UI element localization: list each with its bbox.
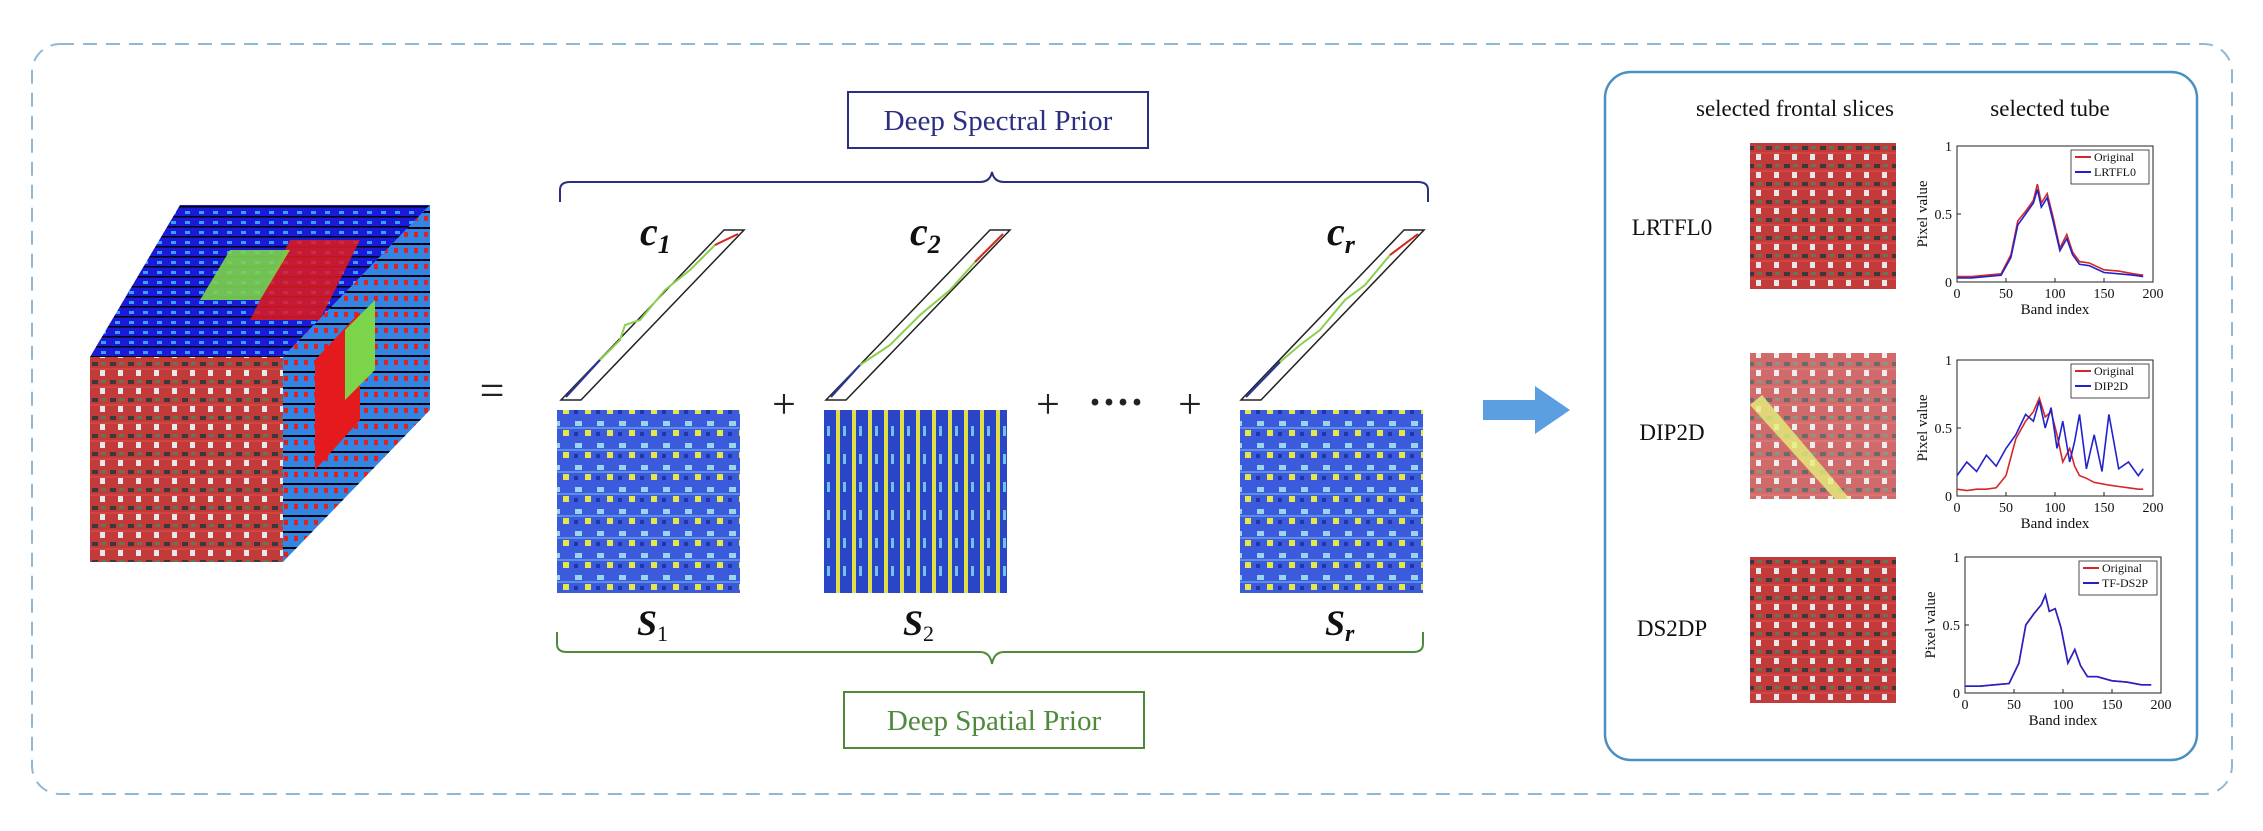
cube-top-red-region [250,240,360,320]
legend-entry: TF-DS2P [2102,576,2148,590]
spatial-prior-label: Deep Spatial Prior [887,705,1102,737]
series-line-original [1957,183,2144,278]
plus-sign-2: + [1036,382,1060,428]
s1-spatial-map [557,410,740,593]
x-tick-label: 200 [2143,501,2164,516]
result-row-2: DIP2D [1639,353,1896,499]
series-line-lrtfl0 [1957,189,2144,279]
c1-spectral-curve-head [714,233,739,246]
method-label: DIP2D [1639,420,1704,445]
x-axis-label: Band index [2029,713,2098,729]
result-row-3: DS2DP [1637,557,1896,703]
spectral-brace [559,171,1429,202]
x-tick-label: 200 [2151,698,2172,713]
cr-spectral-curve [1245,233,1419,398]
ellipsis-dots: ···· [1088,380,1144,426]
s1-symbol: S1 [637,603,668,646]
plus-sign-1: + [772,382,796,428]
flow-arrow [1483,386,1570,434]
legend-entry: DIP2D [2094,379,2128,393]
y-tick-label: 0 [1953,687,1960,702]
y-tick-label: 0.5 [1943,619,1961,634]
cr-spectral-curve-tail [1245,361,1281,398]
result-row-1: LRTFL0 [1632,143,1896,289]
cube-front-face [90,357,283,562]
legend-box [2078,560,2158,596]
x-tick-label: 50 [2007,698,2021,713]
c2-spectral-curve-tail [830,364,861,398]
x-tick-label: 150 [2094,501,2115,516]
frontal-slice-image [1750,557,1896,703]
cube-top-green-region [200,250,290,300]
series-line-dip2d [1956,400,2144,477]
legend-entry: Original [2094,150,2135,164]
method-label: DS2DP [1637,616,1707,641]
y-tick-label: 1 [1945,354,1952,369]
plus-sign-3: + [1178,382,1202,428]
y-tick-label: 0 [1945,490,1952,505]
frontal-slice-image [1750,143,1896,289]
spatial-prior-box [843,691,1145,749]
outer-frame [31,43,2233,795]
sr-spatial-map [1240,410,1423,593]
x-tick-label: 0 [1954,501,1961,516]
hsi-cube [90,205,430,562]
x-tick-label: 100 [2045,287,2066,302]
sr-symbol: Sr [1325,603,1355,647]
x-tick-label: 200 [2143,287,2164,302]
cr-spectral-curve-head [1389,233,1419,256]
c1-spectral-strip [559,229,746,401]
frontal-slice-artifact [1750,395,1850,499]
method-label: LRTFL0 [1632,215,1712,240]
y-tick-label: 0.5 [1935,208,1953,223]
x-tick-label: 100 [2053,698,2074,713]
component-1: c1 S1 [557,209,746,646]
header-selected-slices: selected frontal slices [1696,96,1894,121]
x-tick-label: 0 [1954,287,1961,302]
cr-symbol: cr [1327,209,1356,259]
x-tick-label: 100 [2045,501,2066,516]
x-tick-label: 150 [2102,698,2123,713]
y-axis-label: Pixel value [1915,394,1931,461]
x-axis-label: Band index [2021,302,2090,318]
x-tick-label: 50 [1999,287,2013,302]
results-panel [1603,70,2199,762]
x-tick-label: 0 [1962,698,1969,713]
series-line-original [1956,395,2144,492]
s2-spatial-map [824,410,1007,593]
x-tick-label: 150 [2094,287,2115,302]
cube-side-green-region [345,300,375,400]
spectral-prior-label: Deep Spectral Prior [884,105,1113,137]
x-tick-label: 50 [1999,501,2013,516]
c1-spectral-curve-tail [565,359,601,398]
component-2: c2 S2 [824,209,1012,646]
c2-spectral-curve-head [974,233,1004,263]
legend-entry: Original [2094,364,2135,378]
y-tick-label: 1 [1945,140,1952,155]
y-tick-label: 1 [1953,551,1960,566]
c1-symbol: c1 [640,209,671,259]
c1-spectral-curve [565,233,739,398]
legend-box [2070,363,2150,399]
spatial-brace [556,632,1424,665]
c2-symbol: c2 [910,209,941,259]
x-axis-label: Band index [2021,516,2090,532]
s2-symbol: S2 [903,603,934,646]
legend-entry: Original [2102,561,2143,575]
legend-entry: LRTFL0 [2094,165,2136,179]
component-r: cr Sr [1239,209,1426,647]
series-line-tf-ds2p [1965,592,2152,688]
equals-sign: = [480,366,505,415]
y-tick-label: 0 [1945,276,1952,291]
y-axis-label: Pixel value [1915,180,1931,247]
y-tick-label: 0.5 [1935,422,1953,437]
header-selected-tube: selected tube [1990,96,2109,121]
spectral-prior-box [847,91,1149,149]
legend-box [2070,149,2150,185]
y-axis-label: Pixel value [1923,591,1939,658]
